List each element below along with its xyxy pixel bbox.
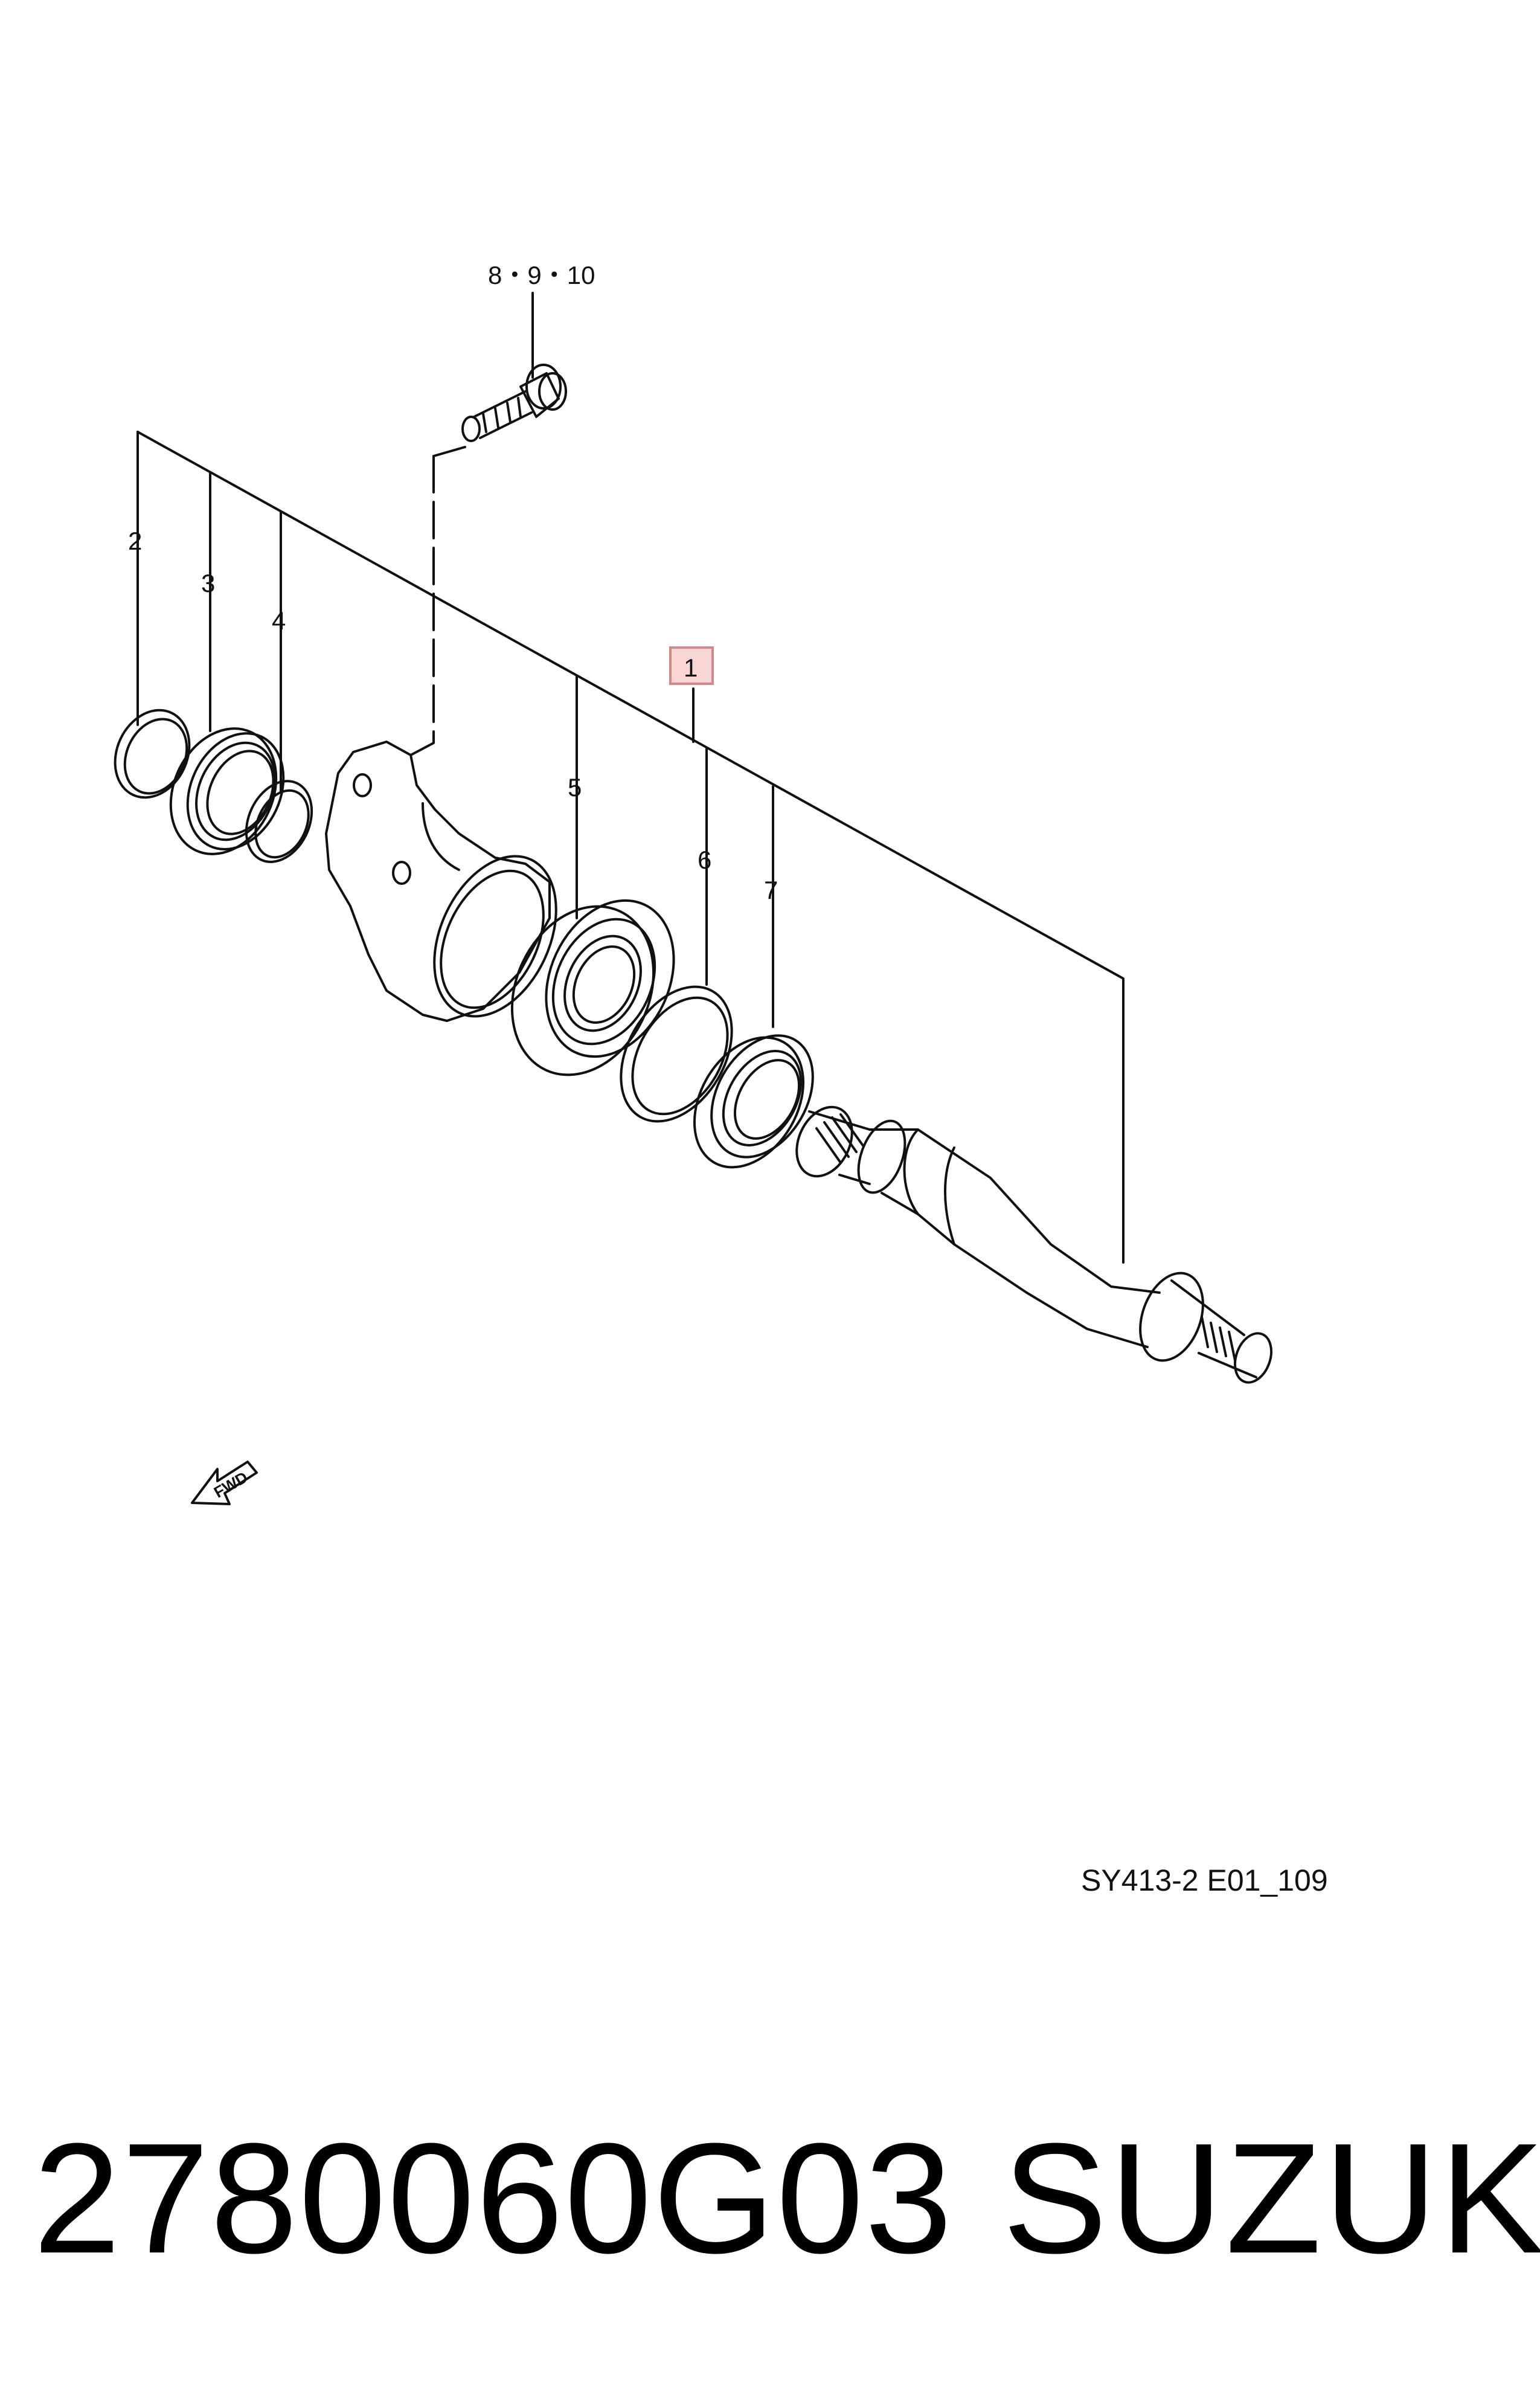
leader-housing [409,455,435,756]
callout-label-2: 2 [128,527,142,555]
exploded-view-svg: 1 2 3 4 5 6 7 8・9・10 FWD SY413-2 E01_109 [114,261,1328,1897]
callout-label-6: 6 [698,846,711,874]
callout-label-5: 5 [568,773,582,802]
snap-ring-2 [114,709,191,799]
part-number: 2780060G03 [33,2111,954,2286]
oil-seal-3 [169,727,285,855]
callout-label-1: 1 [684,654,698,682]
leader-line [136,431,1125,1264]
bearing-5 [510,899,675,1076]
footer [0,1993,1540,2392]
callout-label-4: 4 [272,606,286,635]
callout-label-8-9-10: 8・9・10 [488,261,595,289]
callout-1-highlight [669,646,714,685]
bearing-housing [325,741,557,1022]
fwd-arrow-icon [191,1461,258,1505]
snap-ring-6 [620,985,733,1123]
callout-label-7: 7 [764,876,778,904]
drive-shaft [795,1105,1272,1384]
bolt-part [461,364,567,442]
leader-bolt-link [432,446,466,457]
brand-name: SUZUKI [1003,2111,1540,2286]
snap-ring-4 [245,780,313,863]
diagram-code: SY413-2 E01_109 [1081,1863,1328,1897]
parts-diagram: 1 2 3 4 5 6 7 8・9・10 FWD SY413-2 E01_109 [114,261,1328,1897]
oil-seal-7 [693,1034,814,1169]
callout-label-3: 3 [201,569,215,597]
